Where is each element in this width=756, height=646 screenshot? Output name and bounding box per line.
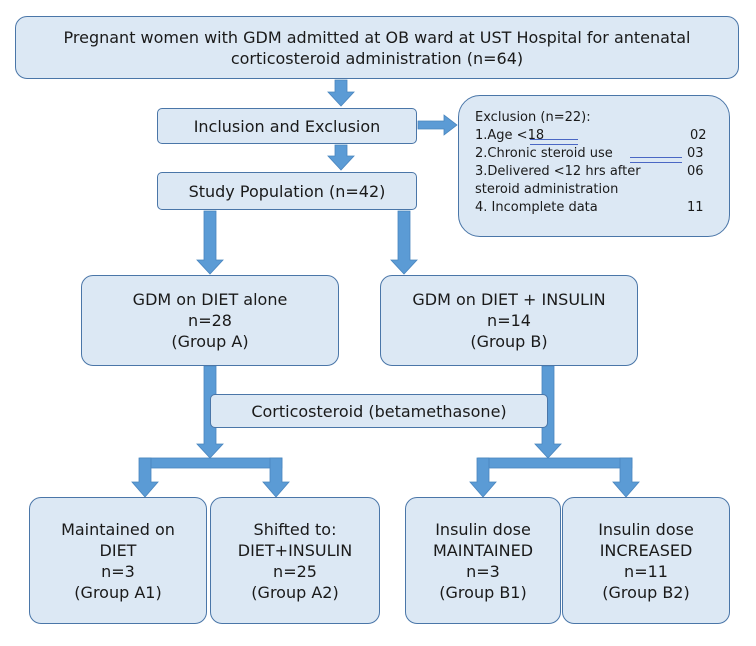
- corticosteroid-box: Corticosteroid (betamethasone): [210, 394, 548, 428]
- group-b-box: GDM on DIET + INSULIN n=14 (Group B): [380, 275, 638, 366]
- group-b-line-2: n=14: [487, 311, 531, 330]
- exclusion-item-3-count: 06: [687, 164, 704, 179]
- group-b2-line-3: n=11: [624, 561, 668, 581]
- group-b-line-1: GDM on DIET + INSULIN: [412, 290, 606, 309]
- arrow-inclusion-to-study: [327, 144, 355, 171]
- group-b-line-3: (Group B): [470, 332, 548, 351]
- top-box: Pregnant women with GDM admitted at OB w…: [15, 16, 739, 79]
- exclusion-item-3-label-cont: steroid administration: [475, 182, 619, 197]
- group-a-line-1: GDM on DIET alone: [132, 290, 288, 309]
- arrow-study-to-group-b: [390, 210, 418, 275]
- top-box-line-1: Pregnant women with GDM admitted at OB w…: [63, 27, 691, 47]
- group-a1-line-3: n=3: [101, 561, 135, 581]
- exclusion-item-4-count: 11: [687, 200, 704, 215]
- exclusion-item-2-underline: [630, 157, 682, 163]
- study-population-label: Study Population (n=42): [188, 181, 386, 201]
- group-a1-line-4: (Group A1): [74, 582, 162, 602]
- arrow-study-to-group-a: [196, 210, 224, 275]
- top-box-line-2: corticosteroid administration (n=64): [230, 48, 524, 68]
- group-a2-box: Shifted to: DIET+INSULIN n=25 (Group A2): [210, 497, 380, 624]
- group-b2-box: Insulin dose INCREASED n=11 (Group B2): [562, 497, 730, 624]
- exclusion-item-1-underline: [530, 139, 578, 145]
- arrow-to-group-b2: [612, 457, 640, 498]
- group-a1-line-1: Maintained on: [61, 519, 175, 539]
- group-b1-line-2: MAINTAINED: [432, 540, 534, 560]
- exclusion-item-3-label: 3.Delivered <12 hrs after: [475, 164, 641, 179]
- branch-a-bar: [139, 457, 283, 469]
- group-a-box: GDM on DIET alone n=28 (Group A): [81, 275, 339, 366]
- group-a1-box: Maintained on DIET n=3 (Group A1): [29, 497, 207, 624]
- group-a-line-3: (Group A): [171, 332, 249, 351]
- group-b2-line-1: Insulin dose: [598, 519, 694, 539]
- arrow-inclusion-to-exclusion: [417, 114, 458, 136]
- corticosteroid-label: Corticosteroid (betamethasone): [251, 401, 507, 421]
- exclusion-item-2-count: 03: [687, 146, 704, 161]
- group-a2-line-4: (Group A2): [251, 582, 339, 602]
- group-a2-line-1: Shifted to:: [253, 519, 337, 539]
- arrow-to-group-a2: [262, 457, 290, 498]
- group-b1-box: Insulin dose MAINTAINED n=3 (Group B1): [405, 497, 561, 624]
- arrow-group-b-down: [534, 365, 562, 459]
- exclusion-item-1-count: 02: [690, 128, 707, 143]
- group-b1-line-4: (Group B1): [439, 582, 527, 602]
- arrow-top-to-inclusion: [327, 79, 355, 107]
- inclusion-box: Inclusion and Exclusion: [157, 108, 417, 144]
- inclusion-label: Inclusion and Exclusion: [193, 116, 381, 136]
- exclusion-item-2-label: 2.Chronic steroid use: [475, 146, 613, 161]
- group-a-line-2: n=28: [188, 311, 232, 330]
- group-b2-line-2: INCREASED: [599, 540, 693, 560]
- exclusion-item-1-label: 1.Age <18: [475, 128, 545, 143]
- arrow-to-group-b1: [469, 457, 497, 498]
- group-a1-line-2: DIET: [99, 540, 137, 560]
- exclusion-item-4-label: 4. Incomplete data: [475, 200, 598, 215]
- group-b1-line-1: Insulin dose: [435, 519, 531, 539]
- exclusion-title: Exclusion (n=22):: [475, 110, 591, 125]
- arrow-to-group-a1: [131, 457, 159, 498]
- group-b1-line-3: n=3: [466, 561, 500, 581]
- group-a2-line-3: n=25: [273, 561, 317, 581]
- study-population-box: Study Population (n=42): [157, 172, 417, 210]
- group-b2-line-4: (Group B2): [602, 582, 690, 602]
- exclusion-box: Exclusion (n=22): 1.Age <18 02 2.Chronic…: [458, 95, 730, 237]
- branch-b-bar: [477, 457, 633, 469]
- group-a2-line-2: DIET+INSULIN: [237, 540, 353, 560]
